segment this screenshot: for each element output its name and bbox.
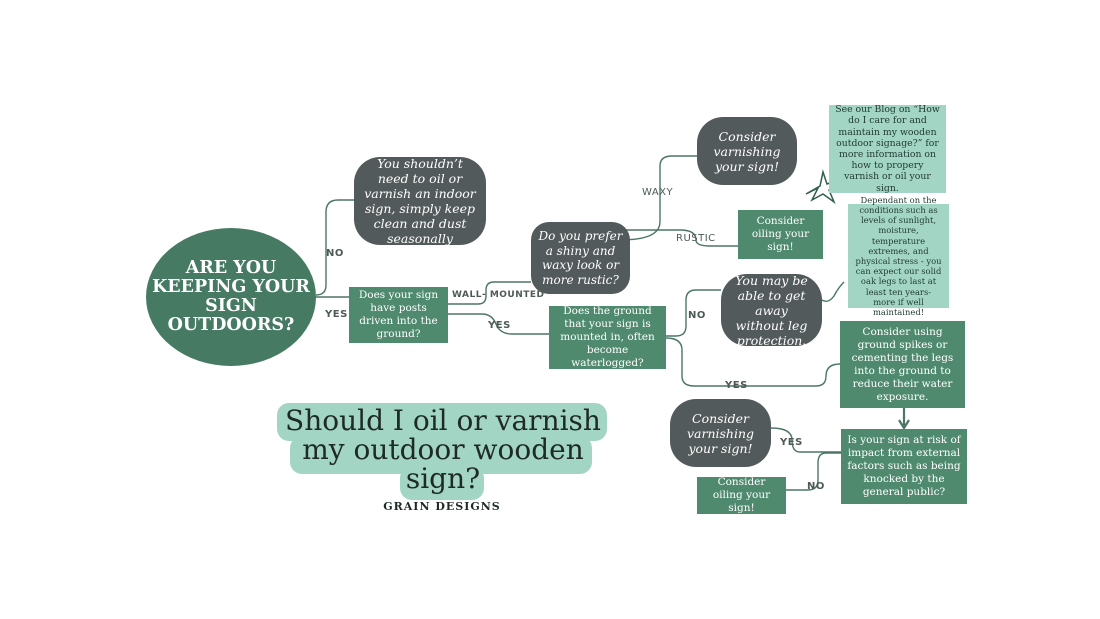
- label-no-indoor: NO: [326, 248, 344, 259]
- dependant-text: Dependant on the conditions such as leve…: [855, 194, 942, 318]
- title-background: [400, 466, 484, 500]
- connector-posts-waterlogged: [448, 313, 549, 335]
- varnish-top-text: Consider varnishing your sign!: [713, 128, 781, 174]
- start-text: ARE YOU KEEPING YOUR SIGN OUTDOORS?: [152, 258, 310, 335]
- impact-text: Is your sign at risk of impact from exte…: [847, 434, 961, 498]
- oil-bottom-node: Consider oiling your sign!: [697, 476, 786, 514]
- label-yes-spikes: YES: [725, 380, 748, 391]
- blog-text: See our Blog on “How do I care for and m…: [835, 104, 940, 194]
- label-wall-mounted: WALL- MOUNTED: [452, 290, 545, 300]
- varnish-bottom-text: Consider varnishing your sign!: [686, 410, 755, 456]
- arrow-down: [898, 407, 910, 431]
- indoor-node: You shouldn’t need to oil or varnish an …: [354, 156, 486, 246]
- connector-impact-varnish: [770, 427, 841, 453]
- connector-start-indoor: [315, 199, 356, 296]
- prefer-text: Do you prefer a shiny and waxy look or m…: [538, 229, 623, 287]
- blog-node: See our Blog on “How do I care for and m…: [829, 104, 946, 194]
- label-no-impact: NO: [807, 481, 825, 492]
- varnish-bottom-node: Consider varnishing your sign!: [670, 399, 771, 467]
- connector-prefer-oil: [620, 229, 738, 247]
- spikes-text: Consider using ground spikes or cementin…: [851, 325, 954, 403]
- connector-noleg-dependant: [821, 281, 845, 303]
- oil-top-text: Consider oiling your sign!: [751, 215, 810, 253]
- spikes-node: Consider using ground spikes or cementin…: [840, 321, 965, 408]
- varnish-top-node: Consider varnishing your sign!: [697, 117, 797, 185]
- posts-text: Does your sign have posts driven into th…: [358, 289, 439, 340]
- no-leg-text: You may be able to get away without leg …: [735, 272, 808, 348]
- prefer-node: Do you prefer a shiny and waxy look or m…: [531, 222, 630, 294]
- page-title: Should I oil or varnish my outdoor woode…: [285, 404, 601, 495]
- connector-prefer-varnish: [619, 155, 699, 241]
- label-yes-waterlogged: YES: [488, 320, 511, 331]
- impact-node: Is your sign at risk of impact from exte…: [841, 429, 967, 504]
- label-rustic: RUSTIC: [676, 233, 716, 244]
- connector-impact-oil: [786, 452, 841, 491]
- title-background: [277, 403, 607, 441]
- oil-bottom-text: Consider oiling your sign!: [712, 476, 771, 514]
- label-no-leg: NO: [688, 310, 706, 321]
- waterlogged-text: Does the ground that your sign is mounte…: [560, 305, 655, 369]
- connector-waterlogged-spikes: [665, 337, 841, 387]
- label-waxy: WAXY: [642, 187, 674, 198]
- label-yes-posts: YES: [325, 309, 348, 320]
- posts-node: Does your sign have posts driven into th…: [349, 287, 448, 343]
- start-node: ARE YOU KEEPING YOUR SIGN OUTDOORS?: [146, 228, 316, 366]
- label-yes-impact: YES: [780, 437, 803, 448]
- connector-waterlogged-noleg: [666, 289, 721, 337]
- connector-posts-prefer: [448, 281, 531, 305]
- waterlogged-node: Does the ground that your sign is mounte…: [549, 305, 666, 369]
- brand-name: GRAIN DESIGNS: [383, 500, 501, 513]
- oil-top-node: Consider oiling your sign!: [738, 210, 823, 259]
- dependant-node: Dependant on the conditions such as leve…: [848, 195, 949, 317]
- indoor-text: You shouldn’t need to oil or varnish an …: [364, 156, 476, 246]
- no-leg-node: You may be able to get away without leg …: [721, 272, 822, 348]
